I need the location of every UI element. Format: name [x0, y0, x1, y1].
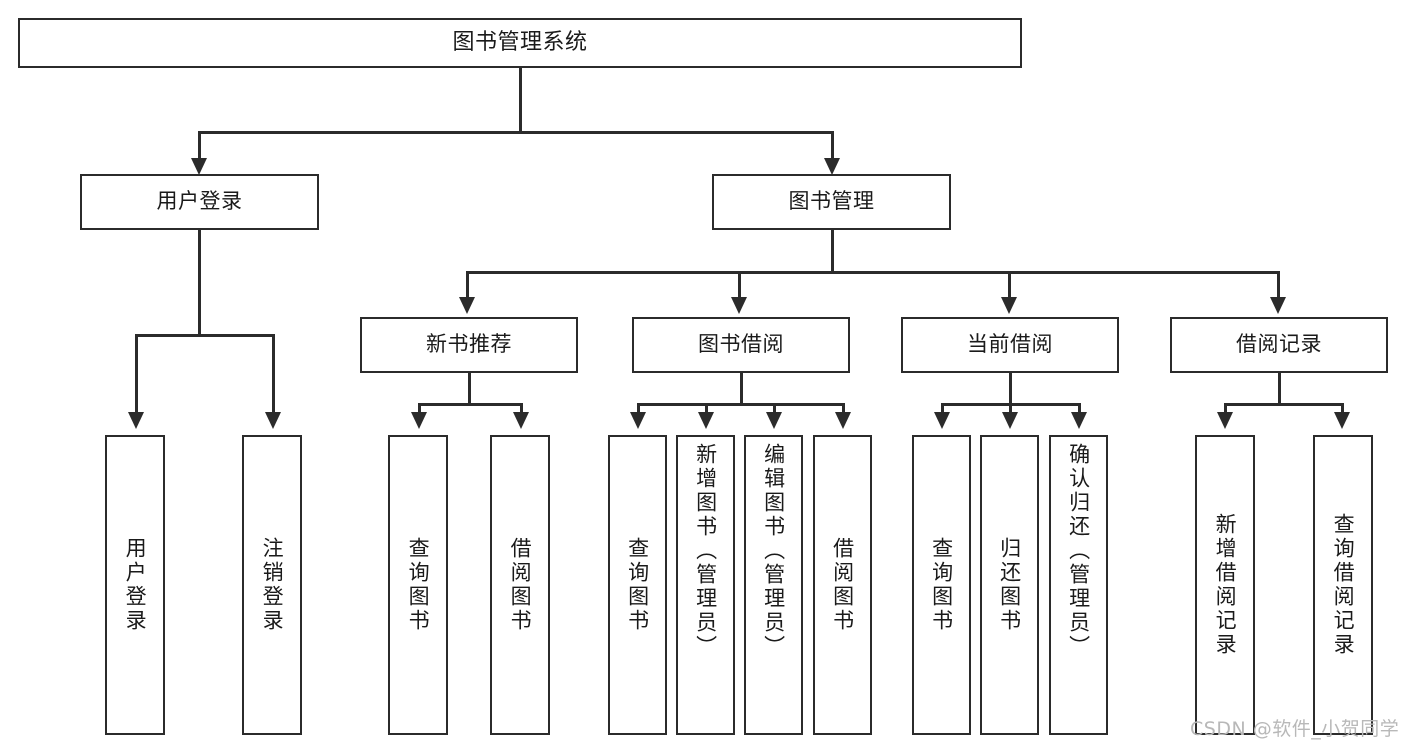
leaf-logout[interactable]: 注销登录 [242, 435, 302, 735]
node-label: 图书管理 [788, 189, 875, 214]
arrowhead-icon [766, 412, 782, 429]
edge-borrow-record-stem [1278, 373, 1281, 406]
node-label: 查询图书 [625, 537, 650, 633]
node-label: 用户登录 [123, 537, 148, 633]
arrowhead-icon [698, 412, 714, 429]
edge-root-to-book-mgmt [831, 131, 834, 163]
edge-user-login-stem [198, 230, 201, 337]
node-label: 借阅图书 [830, 537, 855, 633]
arrowhead-icon [1334, 412, 1350, 429]
edge-to-borrow-record [1277, 271, 1280, 301]
arrowhead-icon [1071, 412, 1087, 429]
edge-borrow-record-bus [1224, 403, 1344, 406]
edge-book-mgmt-bus [466, 271, 1280, 274]
edge-to-leaf-borrow-book [520, 403, 523, 417]
node-label: 借阅记录 [1236, 332, 1322, 357]
edge-root-stem [519, 68, 522, 133]
node-label: 确认归还（管理员） [1066, 443, 1091, 659]
arrowhead-icon [411, 412, 427, 429]
node-label: 新增借阅记录 [1213, 513, 1238, 657]
node-root-library-system[interactable]: 图书管理系统 [18, 18, 1022, 68]
edge-to-leaf-bb-1 [637, 403, 640, 417]
arrowhead-icon [731, 297, 747, 314]
edge-new-book-stem [468, 373, 471, 406]
node-label: 图书管理系统 [452, 29, 588, 55]
edge-new-book-bus [418, 403, 523, 406]
edge-user-login-bus [135, 334, 275, 337]
csdn-watermark: CSDN @软件_小贺同学 [1190, 718, 1400, 740]
edge-to-new-book-recommend [466, 271, 469, 301]
arrowhead-icon [265, 412, 281, 429]
node-label: 新书推荐 [426, 332, 512, 357]
node-new-book-recommend[interactable]: 新书推荐 [360, 317, 578, 373]
node-label: 当前借阅 [967, 332, 1053, 357]
node-book-borrow[interactable]: 图书借阅 [632, 317, 850, 373]
edge-book-borrow-stem [740, 373, 743, 406]
edge-to-leaf-cb-3 [1078, 403, 1081, 417]
leaf-user-login[interactable]: 用户登录 [105, 435, 165, 735]
edge-root-bus [198, 131, 834, 134]
node-current-borrow[interactable]: 当前借阅 [901, 317, 1119, 373]
edge-book-mgmt-stem [831, 230, 834, 273]
node-label: 新增图书（管理员） [693, 443, 718, 659]
edge-to-leaf-logout [272, 334, 275, 417]
arrowhead-icon [824, 158, 840, 175]
leaf-borrow-borrow-book[interactable]: 借阅图书 [813, 435, 872, 735]
edge-to-leaf-bb-3 [773, 403, 776, 417]
leaf-record-query-borrow-record[interactable]: 查询借阅记录 [1313, 435, 1373, 735]
node-label: 查询借阅记录 [1331, 513, 1356, 657]
edge-to-book-borrow [738, 271, 741, 301]
node-label: 图书借阅 [698, 332, 784, 357]
leaf-borrow-query-book[interactable]: 查询图书 [608, 435, 667, 735]
edge-to-leaf-cb-2 [1009, 403, 1012, 417]
arrowhead-icon [1002, 412, 1018, 429]
arrowhead-icon [1217, 412, 1233, 429]
edge-to-current-borrow [1008, 271, 1011, 301]
leaf-current-confirm-return-admin[interactable]: 确认归还（管理员） [1049, 435, 1108, 735]
arrowhead-icon [513, 412, 529, 429]
leaf-recommend-borrow-book[interactable]: 借阅图书 [490, 435, 550, 735]
node-label: 编辑图书（管理员） [761, 443, 786, 659]
node-label: 借阅图书 [508, 537, 533, 633]
edge-to-leaf-br-2 [1341, 403, 1344, 417]
edge-to-leaf-user-login [135, 334, 138, 417]
node-label: 查询图书 [406, 537, 431, 633]
arrowhead-icon [191, 158, 207, 175]
arrowhead-icon [1270, 297, 1286, 314]
edge-to-leaf-bb-2 [705, 403, 708, 417]
edge-to-leaf-query-book [418, 403, 421, 417]
leaf-borrow-add-book-admin[interactable]: 新增图书（管理员） [676, 435, 735, 735]
leaf-current-query-book[interactable]: 查询图书 [912, 435, 971, 735]
arrowhead-icon [835, 412, 851, 429]
node-user-login[interactable]: 用户登录 [80, 174, 319, 230]
edge-root-to-user-login [198, 131, 201, 163]
leaf-current-return-book[interactable]: 归还图书 [980, 435, 1039, 735]
node-label: 注销登录 [260, 537, 285, 633]
arrowhead-icon [128, 412, 144, 429]
node-label: 归还图书 [997, 537, 1022, 633]
leaf-record-add-borrow-record[interactable]: 新增借阅记录 [1195, 435, 1255, 735]
node-book-management[interactable]: 图书管理 [712, 174, 951, 230]
node-label: 用户登录 [156, 189, 243, 214]
arrowhead-icon [1001, 297, 1017, 314]
edge-to-leaf-bb-4 [842, 403, 845, 417]
arrowhead-icon [630, 412, 646, 429]
arrowhead-icon [459, 297, 475, 314]
edge-to-leaf-cb-1 [941, 403, 944, 417]
edge-book-borrow-bus [637, 403, 845, 406]
node-label: 查询图书 [929, 537, 954, 633]
node-borrow-record[interactable]: 借阅记录 [1170, 317, 1388, 373]
leaf-recommend-query-book[interactable]: 查询图书 [388, 435, 448, 735]
leaf-borrow-edit-book-admin[interactable]: 编辑图书（管理员） [744, 435, 803, 735]
edge-current-borrow-stem [1009, 373, 1012, 406]
arrowhead-icon [934, 412, 950, 429]
edge-to-leaf-br-1 [1224, 403, 1227, 417]
